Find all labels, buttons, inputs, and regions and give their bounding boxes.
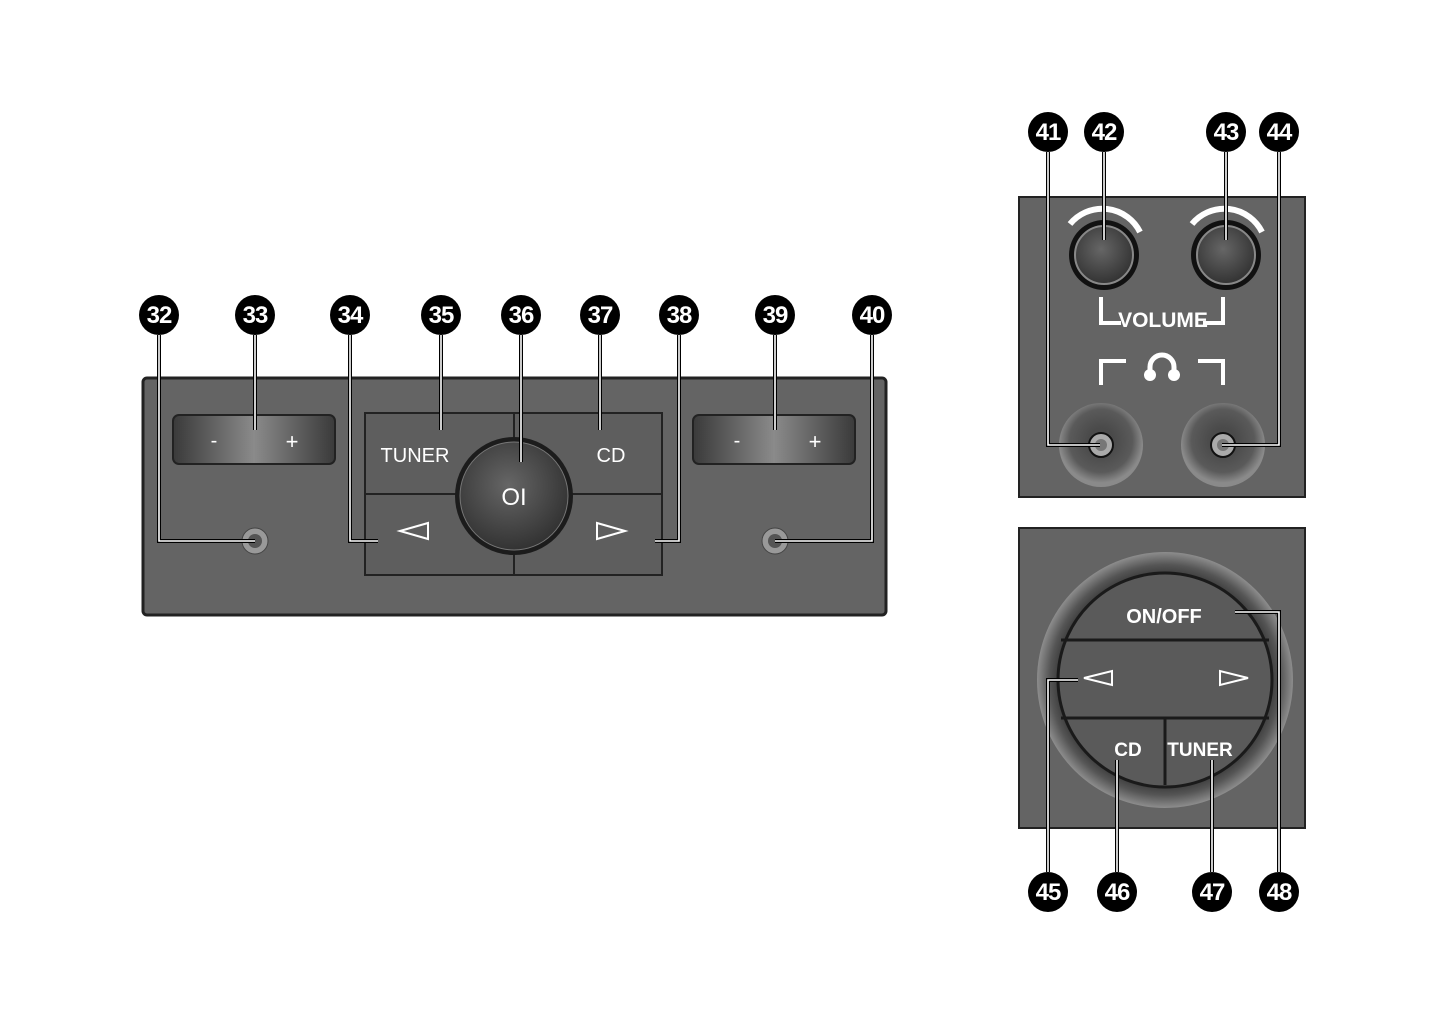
callout-circle: [1097, 872, 1137, 912]
left-headphone-socket[interactable]: [1059, 403, 1143, 487]
callout-circle: [659, 295, 699, 335]
callout-circle: [421, 295, 461, 335]
callout-number: 47: [1200, 879, 1225, 906]
main-control-panel: - + - + TUNER CD OI: [141, 376, 888, 617]
leader-line: [1047, 679, 1078, 872]
right-arrow-icon: [596, 521, 629, 541]
callout-circle: [1192, 872, 1232, 912]
callout-number: 36: [509, 302, 534, 329]
callout-35: 35: [421, 295, 461, 335]
round-tuner-button[interactable]: TUNER: [1167, 740, 1233, 761]
headphone-icon: [1144, 352, 1180, 381]
callout-37: 37: [580, 295, 620, 335]
leader-line: [775, 335, 873, 542]
callout-circle: [139, 295, 179, 335]
callout-number: 35: [429, 302, 454, 329]
callout-circle: [1028, 872, 1068, 912]
callout-40: 40: [852, 295, 892, 335]
callout-38: 38: [659, 295, 699, 335]
onoff-button[interactable]: ON/OFF: [1126, 606, 1202, 628]
leader-line: [349, 335, 378, 542]
callouts: 32 33 34 35 36 37 38 39 40 41 42 43 44 45 46 47 48: [139, 112, 1299, 912]
headphone-bracket: [1099, 359, 1225, 385]
callout-36: 36: [501, 295, 541, 335]
round-control-panel: ON/OFF CD TUNER: [1018, 527, 1306, 829]
callout-number: 46: [1105, 879, 1130, 906]
leader-line: [158, 335, 255, 542]
right-volume-knob[interactable]: [1191, 220, 1261, 290]
callout-circle: [330, 295, 370, 335]
callout-number: 45: [1036, 879, 1061, 906]
callout-circle: [1028, 112, 1068, 152]
callout-circle: [852, 295, 892, 335]
leader-line: [1235, 611, 1280, 872]
callout-number: 33: [243, 302, 268, 329]
left-arrow-icon: [396, 521, 429, 541]
leader-line: [655, 335, 680, 542]
cd-label: CD: [597, 445, 626, 467]
cd-label: CD: [1114, 740, 1141, 761]
callout-34: 34: [330, 295, 370, 335]
leader-lines: [157, 152, 1281, 872]
callout-39: 39: [755, 295, 795, 335]
volume-label: VOLUME: [1118, 309, 1208, 332]
leader-line: [1222, 152, 1280, 446]
callout-number: 40: [860, 302, 885, 329]
rocker-minus: -: [211, 430, 218, 452]
callout-46: 46: [1097, 872, 1137, 912]
callout-47: 47: [1192, 872, 1232, 912]
callout-48: 48: [1259, 872, 1299, 912]
power-label: OI: [501, 484, 526, 511]
volume-bracket: [1099, 297, 1225, 325]
callout-circle: [755, 295, 795, 335]
left-arrow-icon: [1083, 669, 1113, 687]
callout-number: 48: [1267, 879, 1292, 906]
rocker-minus: -: [734, 430, 741, 452]
round-next-button[interactable]: [1219, 669, 1249, 687]
power-button[interactable]: OI: [455, 437, 573, 555]
round-previous-button[interactable]: [1083, 669, 1113, 687]
callout-45: 45: [1028, 872, 1068, 912]
callout-circle: [1206, 112, 1246, 152]
callout-circle: [1259, 872, 1299, 912]
callout-circle: [235, 295, 275, 335]
callout-number: 32: [147, 302, 172, 329]
left-volume-knob[interactable]: [1069, 220, 1139, 290]
callout-circle: [501, 295, 541, 335]
rocker-plus: +: [809, 429, 822, 454]
tuner-label: TUNER: [1167, 740, 1233, 761]
right-volume-rocker[interactable]: - +: [692, 414, 856, 465]
callout-43: 43: [1206, 112, 1246, 152]
callout-41: 41: [1028, 112, 1068, 152]
round-cd-button[interactable]: CD: [1114, 740, 1141, 761]
callout-circle: [1084, 112, 1124, 152]
callout-33: 33: [235, 295, 275, 335]
callout-circle: [580, 295, 620, 335]
callout-number: 38: [667, 302, 692, 329]
callout-number: 39: [763, 302, 788, 329]
rocker-plus: +: [286, 429, 299, 454]
headphone-panel: VOLUME: [1018, 196, 1306, 498]
right-arrow-icon: [1219, 669, 1249, 687]
callout-circle: [1259, 112, 1299, 152]
callout-number: 34: [338, 302, 364, 329]
callout-42: 42: [1084, 112, 1124, 152]
callout-number: 41: [1036, 119, 1061, 146]
callout-number: 37: [588, 302, 613, 329]
callout-number: 42: [1092, 119, 1117, 146]
callout-44: 44: [1259, 112, 1299, 152]
tuner-label: TUNER: [381, 445, 450, 467]
callout-32: 32: [139, 295, 179, 335]
callout-number: 43: [1214, 119, 1239, 146]
leader-line: [1047, 152, 1100, 446]
callout-number: 44: [1267, 119, 1293, 146]
onoff-label: ON/OFF: [1126, 606, 1202, 628]
